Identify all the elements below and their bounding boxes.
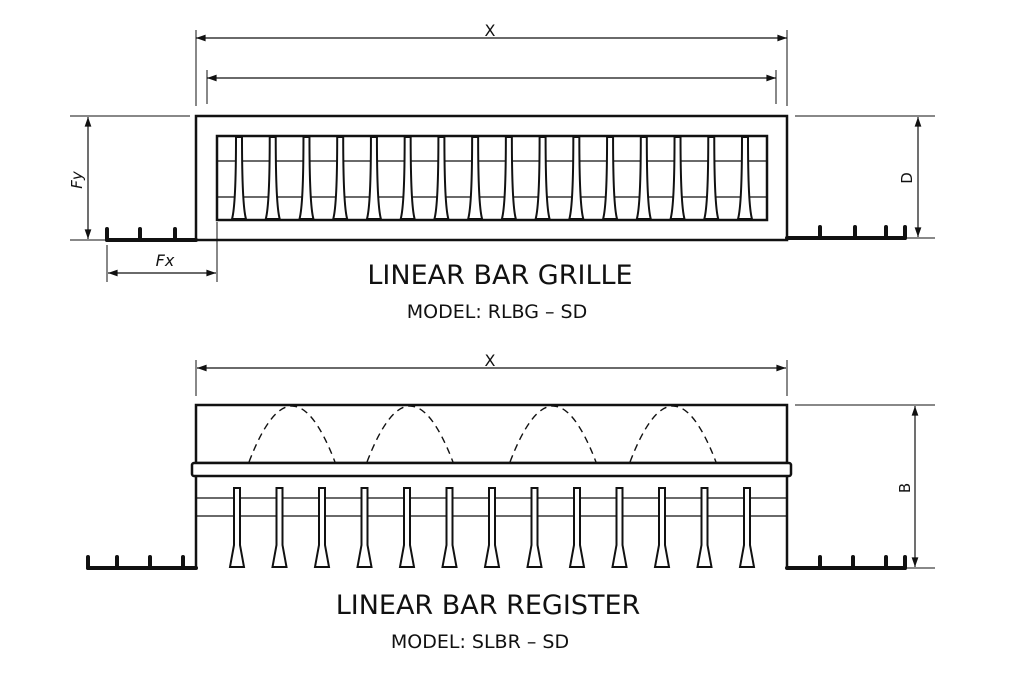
plenum-box — [194, 403, 789, 465]
register-bar — [526, 487, 543, 568]
register-dim-b-label: B — [896, 483, 914, 493]
grille-bar — [298, 136, 315, 220]
grille-model: MODEL: RLBG – SD — [407, 301, 588, 323]
grille-core — [215, 134, 769, 222]
grille-dim-d-label: D — [898, 172, 916, 184]
damper-blade-arc — [248, 405, 336, 463]
damper-blade-arc — [366, 405, 454, 463]
register-bar — [356, 487, 373, 568]
register-rail — [190, 461, 793, 478]
grille-title: LINEAR BAR GRILLE — [367, 260, 632, 291]
grille-bar — [500, 136, 518, 220]
grille-bar — [534, 136, 551, 220]
register-bar — [653, 487, 671, 568]
grille-bar — [736, 136, 754, 220]
register-bar — [696, 487, 713, 568]
grille-frame — [194, 114, 789, 242]
grille-bar — [702, 136, 720, 220]
right-flange — [785, 225, 907, 240]
grille-dim-x-label: X — [485, 21, 496, 40]
register-bar — [398, 487, 416, 568]
grille-bar — [264, 136, 282, 220]
grille-bar — [433, 136, 450, 220]
register-bar — [228, 487, 246, 568]
linear-bar-register — [86, 360, 935, 570]
grille-bar — [635, 136, 653, 220]
register-bar — [271, 487, 288, 568]
register-bar — [483, 487, 501, 568]
register-bar — [313, 487, 331, 568]
grille-bar — [331, 136, 349, 220]
grille-bar — [568, 136, 585, 220]
register-bar — [441, 487, 458, 568]
grille-bar — [601, 136, 619, 220]
right-flange — [785, 555, 907, 570]
left-flange — [86, 555, 198, 570]
damper-blade-arc — [629, 405, 717, 463]
register-bar — [611, 487, 628, 568]
register-title: LINEAR BAR REGISTER — [336, 590, 641, 621]
grille-bar — [669, 136, 686, 220]
register-bar — [738, 487, 756, 568]
register-bar — [568, 487, 586, 568]
grille-bar — [230, 136, 248, 220]
grille-dim-fx-label: Fx — [156, 251, 175, 270]
register-dim-x-label: X — [485, 351, 496, 370]
grille-bar — [466, 136, 484, 220]
register-model: MODEL: SLBR – SD — [391, 631, 569, 653]
linear-bar-grille — [70, 30, 935, 282]
left-flange — [105, 227, 198, 242]
grille-dim-fy-label: Fy — [68, 170, 86, 189]
grille-bar — [365, 136, 383, 220]
grille-bar — [399, 136, 416, 220]
damper-blade-arc — [509, 405, 597, 463]
